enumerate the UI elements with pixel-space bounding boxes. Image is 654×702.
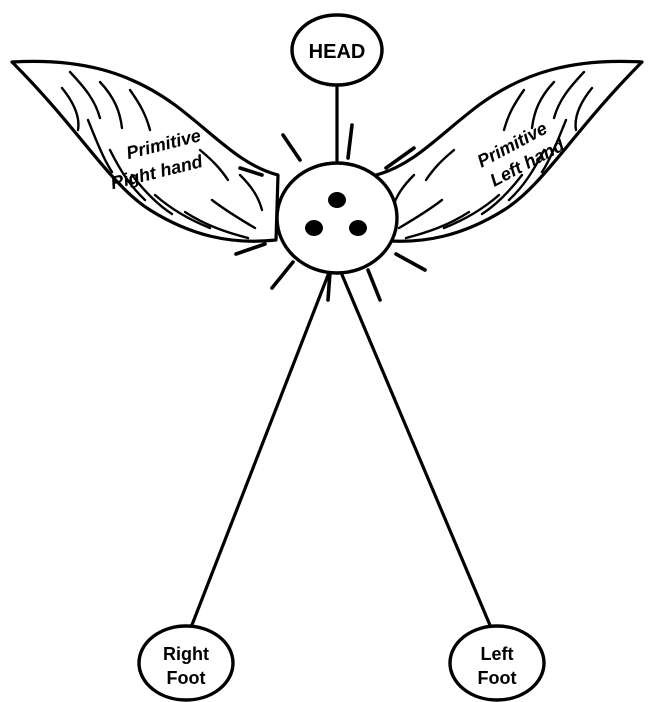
center-body <box>275 161 399 275</box>
head-label: HEAD <box>309 41 366 63</box>
center-dot <box>305 220 323 236</box>
right-leg-line <box>188 268 332 632</box>
left-foot-label-line2: Foot <box>478 668 517 688</box>
center-circle <box>275 161 399 275</box>
right-foot-node: Right Foot <box>137 624 235 702</box>
head-node: HEAD <box>290 13 384 87</box>
head-circle <box>290 13 384 87</box>
center-dot <box>349 220 367 236</box>
radiating-rays <box>234 123 427 302</box>
left-foot-label-line1: Left <box>481 644 514 664</box>
left-hand-wing: Primitive Left hand <box>374 59 644 243</box>
left-foot-node: Left Foot <box>448 624 546 702</box>
right-hand-wing-outline <box>10 59 280 243</box>
left-hand-hatching <box>390 70 594 240</box>
right-foot-label-line2: Foot <box>167 668 206 688</box>
right-hand-wing: Primitive Right hand <box>10 59 280 243</box>
center-dot <box>328 192 346 208</box>
right-foot-label-line1: Right <box>163 644 209 664</box>
right-hand-hatching <box>60 70 264 240</box>
left-leg-line <box>338 268 494 632</box>
right-hand-label-line2: Right hand <box>109 151 206 193</box>
right-foot-circle <box>137 624 235 702</box>
left-foot-circle <box>448 624 546 702</box>
